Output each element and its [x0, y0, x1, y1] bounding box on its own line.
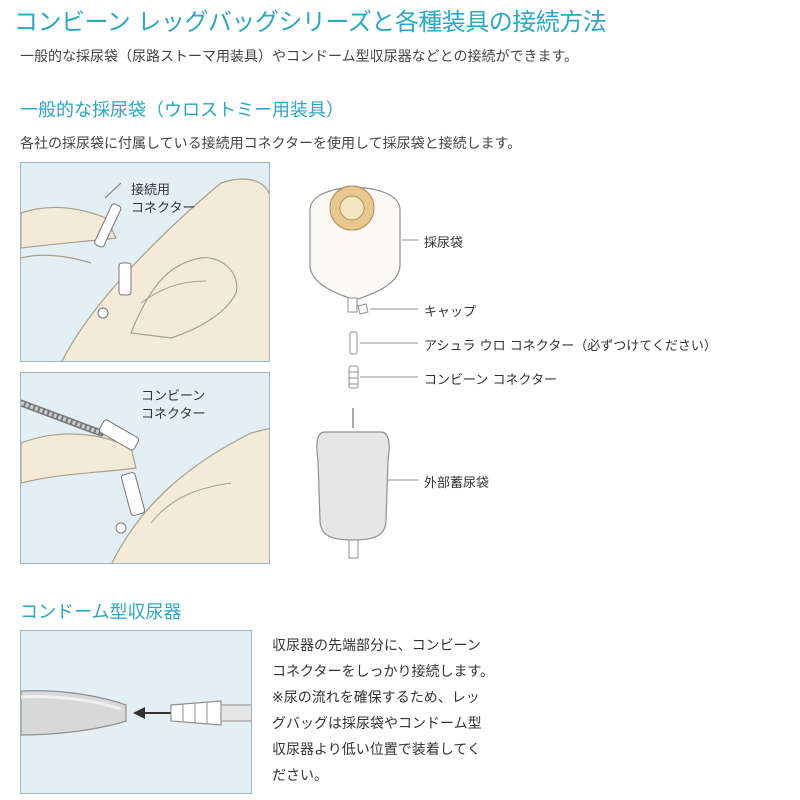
- page-title: コンビーン レッグバッグシリーズと各種装具の接続方法: [14, 8, 607, 36]
- label-connector-line2: コネクター: [131, 201, 196, 216]
- illustration-panel-connector: 接続用 コネクター: [20, 162, 270, 362]
- leg-bag-shape: [316, 431, 390, 541]
- instruction-line: ださい。: [272, 768, 328, 784]
- label-pouch: 採尿袋: [424, 236, 464, 251]
- condom-catheter-illustration: [21, 690, 251, 736]
- section-text-pouch: 各社の採尿袋に付属している接続用コネクターを使用して採尿袋と接続します。: [20, 136, 522, 152]
- label-conveen-connector: コンビーン コネクター: [424, 373, 557, 388]
- intro-text: 一般的な採尿袋（尿路ストーマ用装具）やコンドーム型収尿器などとの接続ができます。: [20, 49, 579, 65]
- pouch-tap: [347, 297, 358, 313]
- label-leg-bag: 外部蓄尿袋: [424, 476, 490, 491]
- illustration-panel-conveen: コンビーン コネクター: [20, 372, 270, 564]
- connection-diagram: [309, 185, 418, 559]
- section-heading-condom: コンドーム型収尿器: [20, 602, 182, 623]
- label-conveen-line2: コネクター: [141, 407, 206, 422]
- stoma-opening: [339, 195, 365, 221]
- leg-bag-outlet: [348, 539, 359, 559]
- label-connector-line1: 接続用: [131, 183, 171, 198]
- label-asura-connector: アシュラ ウロ コネクター（必ずつけてください）: [424, 339, 717, 354]
- asura-connector-shape: [349, 331, 358, 355]
- cap-shape: [357, 303, 369, 315]
- condom-instructions: 収尿器の先端部分に、コンビーン コネクターをしっかり接続します。 ※尿の流れを確…: [272, 633, 532, 789]
- label-conveen-line1: コンビーン: [141, 389, 206, 404]
- instruction-line: 収尿器より低い位置で装着してく: [272, 742, 481, 758]
- instruction-line: ※尿の流れを確保するため、レッ: [272, 690, 480, 706]
- instruction-line: コネクターをしっかり接続します。: [272, 664, 495, 680]
- hands-conveen-illustration: [21, 399, 269, 563]
- arrow-left-icon: [133, 707, 145, 719]
- instruction-line: グバッグは採尿袋やコンドーム型: [272, 716, 482, 732]
- illustration-panel-condom: [20, 630, 252, 794]
- label-cap: キャップ: [424, 305, 477, 320]
- section-heading-pouch: 一般的な採尿袋（ウロストミー用装具）: [20, 100, 344, 121]
- hands-connector-illustration: [21, 178, 269, 361]
- instruction-line: 収尿器の先端部分に、コンビーン: [272, 638, 481, 654]
- conveen-connector-shape: [348, 365, 359, 389]
